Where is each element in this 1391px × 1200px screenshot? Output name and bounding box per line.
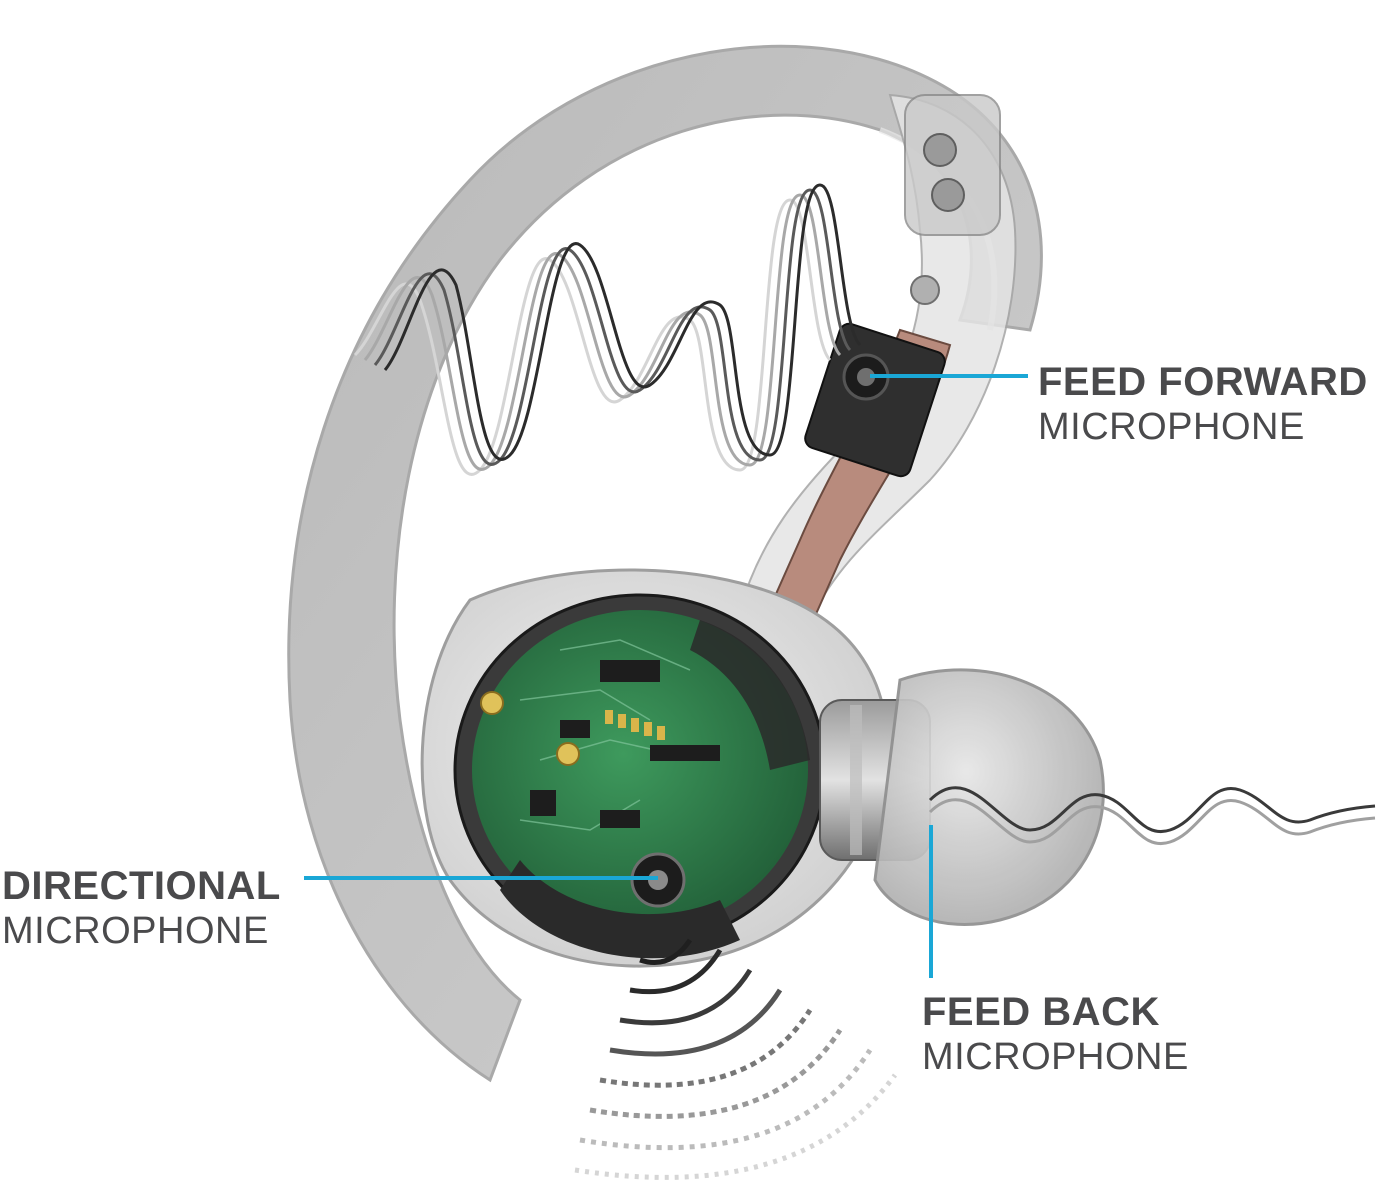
arm-housing <box>738 93 1017 622</box>
feed-back-subtitle: MICROPHONE <box>922 1036 1189 1078</box>
feed-back-sound-wave <box>928 786 1376 846</box>
feed-forward-mic-module <box>804 322 946 478</box>
feed-back-title: FEED BACK <box>922 990 1160 1034</box>
feed-forward-title: FEED FORWARD <box>1038 360 1368 404</box>
directional-label: DIRECTIONAL MICROPHONE <box>2 866 281 950</box>
directional-sound-arcs <box>574 938 898 1180</box>
directional-subtitle: MICROPHONE <box>2 910 269 952</box>
earbud-body <box>420 568 889 968</box>
battery-block <box>904 94 1001 236</box>
pcb-board <box>472 610 808 930</box>
feed-forward-subtitle: MICROPHONE <box>1038 406 1305 448</box>
directional-title: DIRECTIONAL <box>2 864 281 908</box>
ambient-sound-wave <box>353 183 862 476</box>
ear-tip <box>873 668 1105 926</box>
leader-lines <box>304 374 1028 978</box>
feed-back-label: FEED BACK MICROPHONE <box>922 992 1189 1076</box>
feed-forward-label: FEED FORWARD MICROPHONE <box>1038 362 1368 446</box>
